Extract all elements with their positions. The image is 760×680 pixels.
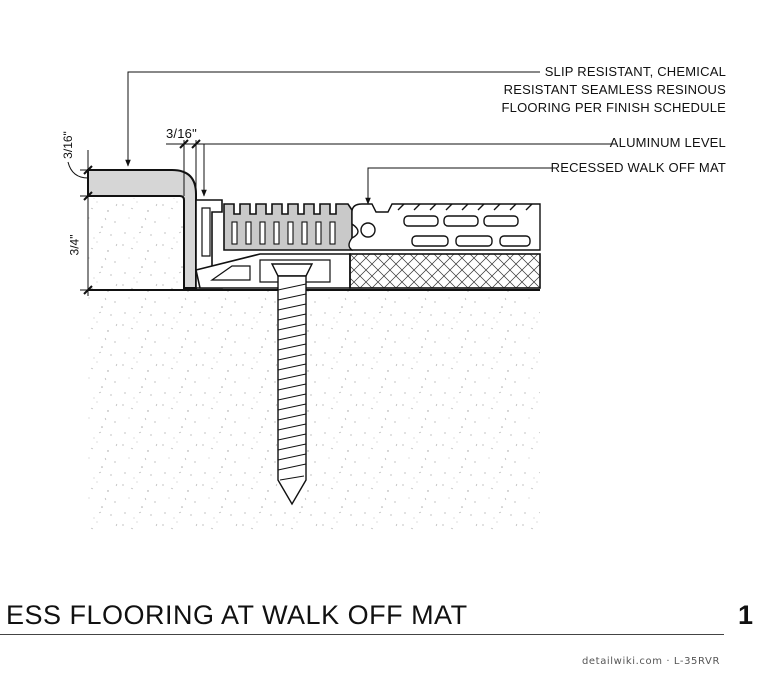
concrete-substrate: [88, 198, 540, 530]
title-rule: [0, 634, 724, 635]
rubber-insert-slots: [231, 221, 336, 245]
walk-off-mat: [348, 203, 541, 251]
callout-aluminum-level: ALUMINUM LEVEL: [609, 135, 726, 150]
dim-height: 3/4": [67, 234, 82, 256]
dim-gap: 3/16": [166, 126, 197, 141]
dimension-lines: [67, 139, 214, 296]
callout-flooring-line1: SLIP RESISTANT, CHEMICAL: [544, 64, 726, 79]
callout-walk-off-mat: RECESSED WALK OFF MAT: [550, 160, 726, 175]
mat-underlayment: [349, 253, 541, 289]
anchor-screw: [270, 263, 314, 506]
callout-flooring-line3: FLOORING PER FINISH SCHEDULE: [501, 100, 726, 115]
dim-top-thickness: 3/16": [60, 131, 75, 159]
source-credit: detailwiki.com · L-35RVR: [581, 656, 720, 667]
callout-flooring-line2: RESISTANT SEAMLESS RESINOUS: [503, 82, 726, 97]
detail-number: 1: [738, 600, 754, 630]
drawing-title: ESS FLOORING AT WALK OFF MAT: [6, 600, 468, 630]
